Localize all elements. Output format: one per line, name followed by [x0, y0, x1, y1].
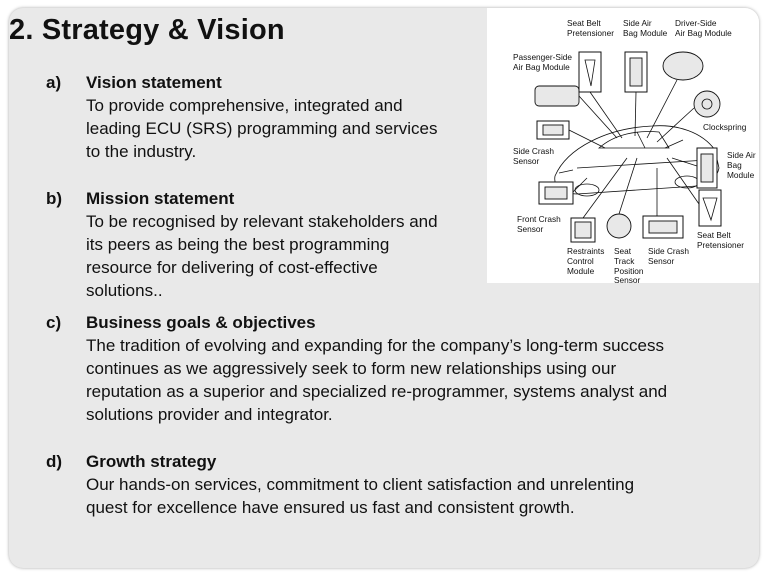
section-growth: d) Growth strategy Our hands-on services… — [46, 451, 756, 519]
section-body: Our hands-on services, commitment to cli… — [86, 473, 756, 519]
label-restraints-2: Control — [567, 256, 594, 266]
body-line: continues as we aggressively seek to for… — [86, 359, 617, 378]
body-line: solutions.. — [86, 281, 163, 300]
label-seat-track-4: Sensor — [614, 275, 641, 283]
section-letter: c) — [46, 313, 62, 332]
section-letter: d) — [46, 452, 63, 471]
label-side-crash-left-1: Side Crash — [513, 146, 554, 156]
label-seat-belt-right-2: Pretensioner — [697, 240, 744, 250]
section-heading: b) Mission statement — [46, 188, 496, 210]
label-passenger-airbag-2: Air Bag Module — [513, 62, 570, 72]
slide-title: 2. Strategy & Vision — [9, 14, 285, 46]
label-seat-belt-top-1: Seat Belt — [567, 18, 601, 28]
label-side-airbag-top-2: Bag Module — [623, 28, 668, 38]
body-line: leading ECU (SRS) programming and servic… — [86, 119, 438, 138]
leader-line — [664, 139, 684, 149]
section-vision: a) Vision statement To provide comprehen… — [46, 72, 496, 163]
label-side-airbag-right-3: Module — [727, 170, 755, 180]
part-front-crash — [538, 177, 588, 205]
section-title: Growth strategy — [86, 452, 217, 471]
section-mission: b) Mission statement To be recognised by… — [46, 188, 496, 302]
label-seat-belt-right-1: Seat Belt — [697, 230, 731, 240]
body-line: to the industry. — [86, 142, 197, 161]
body-line: To provide comprehensive, integrated and — [86, 96, 403, 115]
part-restraints-module — [570, 157, 628, 243]
part-seat-belt-top — [578, 51, 623, 139]
label-seat-track-2: Track — [614, 256, 635, 266]
body-line: its peers as being the best programming — [86, 235, 390, 254]
part-clockspring — [656, 90, 721, 143]
body-line: quest for excellence have ensured us fas… — [86, 498, 575, 517]
label-front-crash-1: Front Crash — [517, 214, 561, 224]
body-line: Our hands-on services, commitment to cli… — [86, 475, 635, 494]
label-side-airbag-right-1: Side Air — [727, 150, 756, 160]
part-side-crash-left — [536, 120, 606, 149]
label-side-crash-bottom-2: Sensor — [648, 256, 675, 266]
section-title: Mission statement — [86, 189, 235, 208]
body-line: The tradition of evolving and expanding … — [86, 336, 665, 355]
label-restraints-3: Module — [567, 266, 595, 276]
section-body: To be recognised by relevant stakeholder… — [86, 210, 496, 302]
part-side-crash-bottom — [642, 168, 684, 239]
section-heading: a) Vision statement — [46, 72, 496, 94]
section-body: The tradition of evolving and expanding … — [86, 334, 756, 426]
label-restraints-1: Restraints — [567, 246, 604, 256]
part-passenger-airbag — [534, 85, 618, 139]
label-seat-belt-top-2: Pretensioner — [567, 28, 614, 38]
body-line: solutions provider and integrator. — [86, 405, 333, 424]
part-seat-belt-right — [666, 157, 722, 227]
body-line: reputation as a superior and specialized… — [86, 382, 668, 401]
section-heading: d) Growth strategy — [46, 451, 756, 473]
section-title: Business goals & objectives — [86, 313, 316, 332]
section-body: To provide comprehensive, integrated and… — [86, 94, 496, 163]
section-letter: a) — [46, 73, 62, 92]
label-clockspring: Clockspring — [703, 122, 747, 132]
body-line: To be recognised by relevant stakeholder… — [86, 212, 438, 231]
label-seat-track-1: Seat — [614, 246, 632, 256]
section-goals: c) Business goals & objectives The tradi… — [46, 312, 756, 426]
slide: 2. Strategy & Vision a) Vision statement… — [9, 8, 759, 568]
part-driver-airbag — [646, 51, 704, 139]
part-side-airbag-right — [671, 147, 718, 189]
section-title: Vision statement — [86, 73, 222, 92]
label-seat-track-3: Position — [614, 266, 644, 276]
label-front-crash-2: Sensor — [517, 224, 544, 234]
section-heading: c) Business goals & objectives — [46, 312, 756, 334]
label-driver-airbag-2: Air Bag Module — [675, 28, 732, 38]
label-side-crash-bottom-1: Side Crash — [648, 246, 689, 256]
section-letter: b) — [46, 189, 63, 208]
label-side-crash-left-2: Sensor — [513, 156, 540, 166]
part-side-airbag-top — [624, 51, 648, 137]
label-passenger-airbag-1: Passenger-Side — [513, 52, 572, 62]
srs-diagram: Seat Belt Pretensioner Side Air Bag Modu… — [487, 8, 759, 285]
srs-diagram-svg: Seat Belt Pretensioner Side Air Bag Modu… — [513, 18, 756, 285]
label-side-airbag-top-1: Side Air — [623, 18, 652, 28]
body-line: resource for delivering of cost-effectiv… — [86, 258, 378, 277]
label-driver-airbag-1: Driver-Side — [675, 18, 717, 28]
part-seat-track-sensor — [606, 157, 638, 239]
label-side-airbag-right-2: Bag — [727, 160, 742, 170]
